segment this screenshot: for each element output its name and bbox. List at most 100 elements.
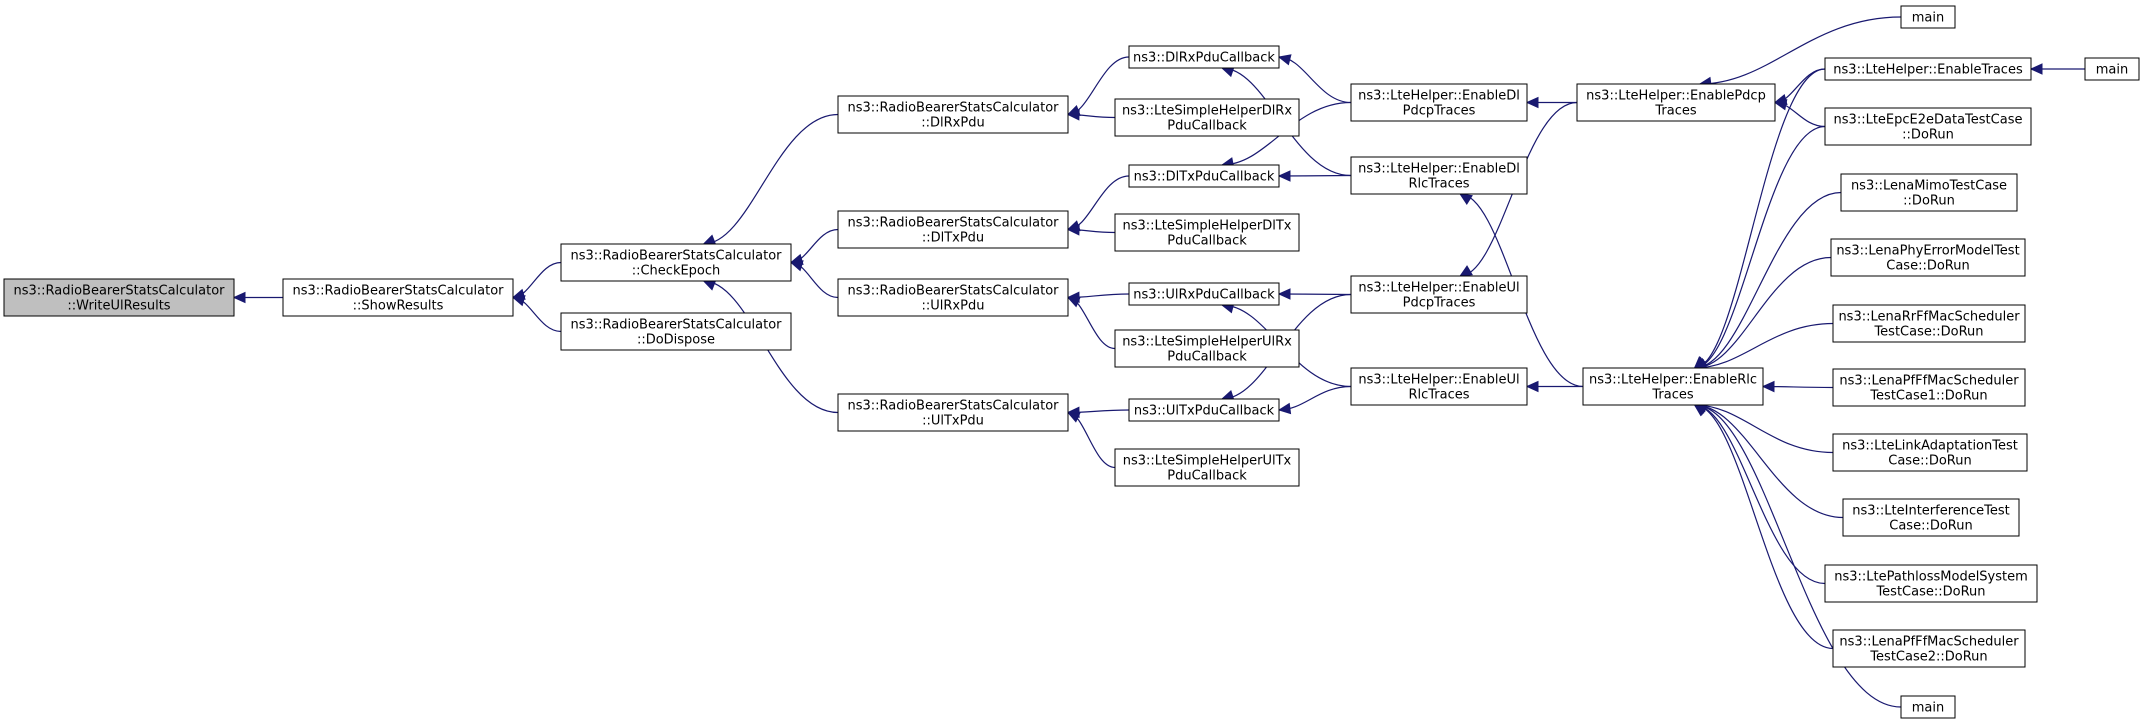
edge-arrowhead <box>1525 380 1539 393</box>
edge-arrowhead <box>2029 63 2043 75</box>
node-box <box>1832 629 2026 668</box>
edge-arrowhead <box>1277 54 1292 66</box>
edges-layer <box>232 16 2085 708</box>
node-lenamimo[interactable]: ns3::LenaMimoTestCase::DoRun <box>1840 173 2018 212</box>
node-box <box>1576 83 1776 122</box>
node-enabletraces[interactable]: ns3::LteHelper::EnableTraces <box>1824 57 2032 81</box>
node-box <box>1900 695 1956 719</box>
node-label: PduCallback <box>1167 469 1247 484</box>
edge-epce2e-to-enablepdcp <box>1773 98 1826 128</box>
node-label: ns3::RadioBearerStatsCalculator <box>847 284 1059 299</box>
node-ulrxcb[interactable]: ns3::UlRxPduCallback <box>1128 282 1280 306</box>
edge-simpledlrx-to-dlrxpdu <box>1066 109 1116 121</box>
node-label: ns3::RadioBearerStatsCalculator <box>847 216 1059 231</box>
node-main_right[interactable]: main <box>2084 57 2140 81</box>
node-label: ::UlTxPdu <box>922 414 984 429</box>
node-label: ns3::LteSimpleHelperUlRx <box>1122 335 1292 350</box>
node-box <box>837 210 1069 249</box>
node-box <box>837 278 1069 317</box>
node-label: main <box>2096 63 2128 78</box>
node-label: ns3::LteHelper::EnableRlc <box>1589 373 1757 388</box>
node-label: ns3::RadioBearerStatsCalculator <box>292 284 504 299</box>
node-main_bottom[interactable]: main <box>1900 695 1956 719</box>
node-label: ns3::UlRxPduCallback <box>1133 288 1275 303</box>
node-label: PduCallback <box>1167 119 1247 134</box>
edge-line <box>1694 404 1826 585</box>
node-box <box>1128 282 1280 306</box>
edge-arrowhead <box>1066 296 1081 308</box>
edge-simpleulrx-to-ulrxpdu <box>1066 296 1116 350</box>
edge-line <box>1278 56 1352 104</box>
edge-arrowhead <box>702 279 717 291</box>
node-label: ns3::RadioBearerStatsCalculator <box>570 249 782 264</box>
node-box <box>1128 398 1280 422</box>
edge-main_right-to-enabletraces <box>2029 63 2085 75</box>
node-dlrxpdu[interactable]: ns3::RadioBearerStatsCalculator::DlRxPdu <box>837 95 1069 134</box>
node-ultxcb[interactable]: ns3::UlTxPduCallback <box>1128 398 1280 422</box>
node-pathloss[interactable]: ns3::LtePathlossModelSystemTestCase::DoR… <box>1824 564 2038 603</box>
node-main_top[interactable]: main <box>1900 5 1956 29</box>
edge-line <box>1694 68 1826 369</box>
node-box <box>1830 238 2026 277</box>
node-label: PdcpTraces <box>1403 104 1476 119</box>
edge-arrowhead <box>1277 288 1291 300</box>
node-box <box>1842 498 2020 537</box>
node-box <box>1350 156 1528 195</box>
node-box <box>837 393 1069 432</box>
edge-arrowhead <box>1066 109 1080 121</box>
node-label: ns3::DlTxPduCallback <box>1134 170 1275 185</box>
node-dltxcb[interactable]: ns3::DlTxPduCallback <box>1128 164 1280 188</box>
node-lenapfff1[interactable]: ns3::LenaPfFfMacSchedulerTestCase1::DoRu… <box>1832 368 2026 407</box>
node-box <box>2084 57 2140 81</box>
node-ultxpdu[interactable]: ns3::RadioBearerStatsCalculator::UlTxPdu <box>837 393 1069 432</box>
node-label: ns3::RadioBearerStatsCalculator <box>13 284 225 299</box>
node-box <box>3 278 235 317</box>
edge-dltxpdu-to-checkepoch <box>789 228 839 265</box>
node-label: main <box>1912 11 1944 26</box>
node-dodispose[interactable]: ns3::RadioBearerStatsCalculator::DoDispo… <box>560 312 792 351</box>
node-label: main <box>1912 701 1944 716</box>
edge-arrowhead <box>1459 193 1473 206</box>
node-dltxpdu[interactable]: ns3::RadioBearerStatsCalculator::DlTxPdu <box>837 210 1069 249</box>
node-label: ::UlRxPdu <box>922 299 985 314</box>
edge-arrowhead <box>789 260 804 272</box>
edge-lenapfff1-to-enablerlc <box>1761 380 1834 393</box>
node-label: ns3::LteInterferenceTest <box>1852 504 2010 519</box>
edge-line <box>1694 125 1826 369</box>
edge-ulrxpdu-to-checkepoch <box>789 260 839 299</box>
node-label: ns3::LenaRrFfMacScheduler <box>1838 310 2020 325</box>
node-box <box>1824 107 2032 146</box>
node-ulrxpdu[interactable]: ns3::RadioBearerStatsCalculator::UlRxPdu <box>837 278 1069 317</box>
node-box <box>1832 368 2026 407</box>
edge-enablerlc-to-enableulrlc <box>1525 380 1583 393</box>
node-dlrxcb[interactable]: ns3::DlRxPduCallback <box>1128 45 1280 69</box>
node-lenapfff2[interactable]: ns3::LenaPfFfMacSchedulerTestCase2::DoRu… <box>1832 629 2026 668</box>
node-checkepoch[interactable]: ns3::RadioBearerStatsCalculator::CheckEp… <box>560 243 792 282</box>
edge-arrowhead <box>511 295 526 307</box>
node-label: ns3::LenaMimoTestCase <box>1851 179 2007 194</box>
edge-arrowhead <box>1693 404 1708 416</box>
node-label: ::DoRun <box>1902 128 1954 143</box>
edge-simpleultx-to-ultxpdu <box>1066 411 1116 469</box>
edge-line <box>1694 256 1832 369</box>
node-epce2e[interactable]: ns3::LteEpcE2eDataTestCase::DoRun <box>1824 107 2032 146</box>
node-showresults[interactable]: ns3::RadioBearerStatsCalculator::ShowRes… <box>282 278 514 317</box>
node-label: ns3::LteLinkAdaptationTest <box>1842 439 2018 454</box>
node-label: Case::DoRun <box>1886 259 1969 274</box>
node-label: TestCase::DoRun <box>1873 325 1983 340</box>
